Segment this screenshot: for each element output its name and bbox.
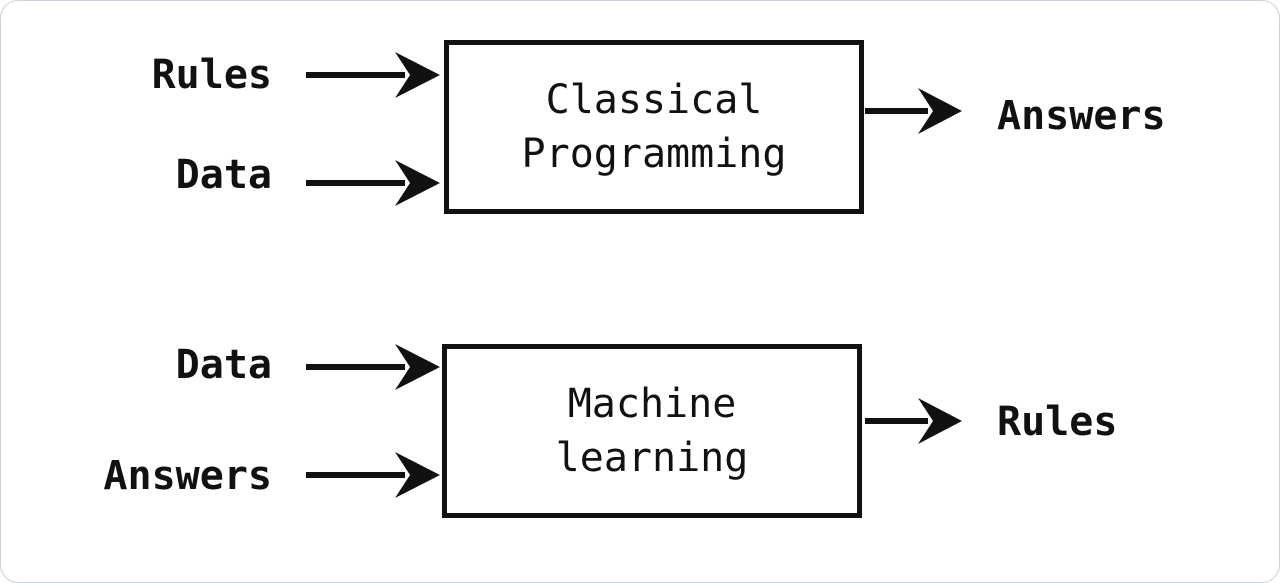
bottom-box-line-1: Machine	[567, 381, 737, 427]
arrow-top-input-1	[306, 52, 440, 98]
arrow-top-output	[865, 88, 962, 134]
bottom-input-label-2: Answers	[103, 453, 272, 499]
top-input-label-2: Data	[175, 152, 272, 198]
arrow-bottom-input-2	[306, 452, 440, 498]
classical-programming-box: Classical Programming	[444, 40, 864, 214]
top-box-line-1: Classical	[545, 77, 763, 123]
arrow-bottom-input-1	[306, 344, 440, 390]
arrow-bottom-output	[865, 398, 962, 444]
top-box-line-2: Programming	[521, 131, 787, 177]
bottom-output-label: Rules	[997, 399, 1118, 445]
top-output-label: Answers	[997, 93, 1166, 139]
arrow-top-input-2	[306, 160, 440, 206]
top-input-label-1: Rules	[151, 52, 272, 98]
bottom-input-label-1: Data	[175, 342, 272, 388]
machine-learning-box: Machine learning	[442, 344, 862, 518]
bottom-box-line-2: learning	[555, 435, 749, 481]
